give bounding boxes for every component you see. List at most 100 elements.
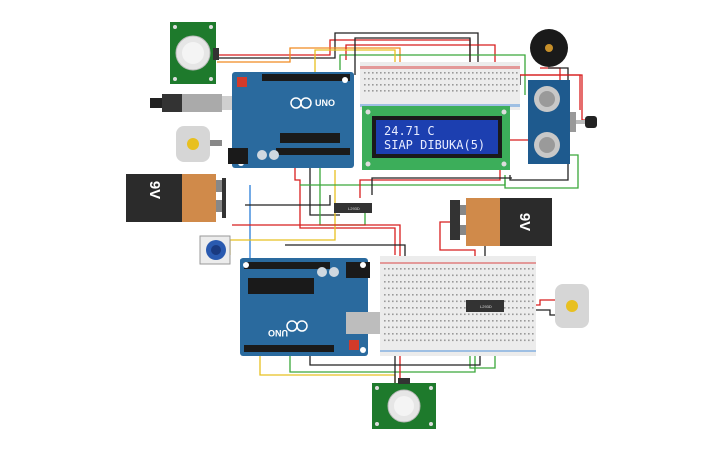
breadboard-hole (464, 320, 466, 322)
breadboard-hole (408, 281, 410, 283)
breadboard-hole (456, 300, 458, 303)
breadboard-hole (532, 313, 534, 316)
breadboard-hole (468, 339, 470, 342)
dc-motor-top (176, 126, 222, 162)
breadboard-hole (508, 313, 510, 316)
breadboard-hole (396, 72, 398, 74)
breadboard-hole (444, 326, 446, 329)
breadboard-hole (464, 294, 466, 296)
breadboard-hole (488, 84, 490, 86)
breadboard-hole (468, 90, 470, 92)
breadboard-hole (472, 274, 474, 277)
potentiometer (199, 235, 231, 265)
breadboard-hole (512, 84, 514, 86)
wire-orange-top (217, 47, 401, 80)
breadboard-hole (392, 84, 394, 86)
breadboard-hole (448, 307, 450, 309)
breadboard-hole (412, 326, 414, 329)
breadboard-hole (452, 294, 454, 296)
breadboard-hole (496, 313, 498, 316)
breadboard-hole (424, 300, 426, 303)
breadboard-hole (396, 281, 398, 283)
breadboard-hole (420, 300, 422, 303)
breadboard-hole (532, 326, 534, 329)
breadboard-hole (468, 268, 470, 270)
breadboard-hole (416, 300, 418, 303)
breadboard-hole (496, 274, 498, 277)
breadboard-hole (376, 72, 378, 74)
breadboard-hole (480, 339, 482, 342)
breadboard-hole (512, 90, 514, 92)
breadboard-hole (416, 287, 418, 290)
breadboard-hole (456, 333, 458, 335)
breadboard-hole (476, 268, 478, 270)
breadboard-hole (440, 320, 442, 322)
breadboard-hole (420, 72, 422, 74)
breadboard-hole (376, 84, 378, 86)
breadboard-hole (524, 313, 526, 316)
breadboard-hole (524, 339, 526, 342)
breadboard-hole (428, 333, 430, 335)
breadboard-hole (448, 281, 450, 283)
breadboard-hole (516, 281, 518, 283)
breadboard-hole (396, 320, 398, 322)
breadboard-hole (480, 274, 482, 277)
breadboard-hole (484, 72, 486, 74)
breadboard-hole (484, 339, 486, 342)
breadboard-hole (496, 84, 498, 86)
breadboard-hole (516, 326, 518, 329)
breadboard-hole (468, 313, 470, 316)
breadboard-hole (508, 326, 510, 329)
breadboard-hole (440, 78, 442, 80)
breadboard-hole (448, 294, 450, 296)
breadboard-hole (368, 72, 370, 74)
breadboard-hole (520, 320, 522, 322)
breadboard-hole (432, 287, 434, 290)
breadboard-hole (500, 320, 502, 322)
breadboard-hole (528, 320, 530, 322)
breadboard-hole (516, 274, 518, 277)
breadboard-hole (484, 333, 486, 335)
breadboard-hole (452, 274, 454, 277)
breadboard-hole (492, 333, 494, 335)
breadboard-hole (524, 268, 526, 270)
breadboard-hole (384, 307, 386, 309)
breadboard-hole (472, 90, 474, 92)
breadboard-hole (376, 78, 378, 80)
breadboard-hole (500, 287, 502, 290)
breadboard-hole (488, 320, 490, 322)
breadboard-hole (408, 300, 410, 303)
battery-top-label: 9V (146, 181, 163, 199)
breadboard-hole (416, 326, 418, 329)
breadboard-hole (412, 90, 414, 92)
breadboard-hole (496, 339, 498, 342)
breadboard-hole (460, 72, 462, 74)
breadboard-hole (508, 339, 510, 342)
breadboard-hole (424, 333, 426, 335)
breadboard-hole (532, 294, 534, 296)
breadboard-hole (436, 281, 438, 283)
breadboard-hole (396, 339, 398, 342)
breadboard-hole (528, 339, 530, 342)
breadboard-hole (520, 339, 522, 342)
breadboard-hole (420, 281, 422, 283)
breadboard-hole (480, 313, 482, 316)
breadboard-hole (520, 313, 522, 316)
breadboard-hole (500, 72, 502, 74)
breadboard-hole (480, 320, 482, 322)
breadboard-hole (396, 78, 398, 80)
breadboard-hole (416, 90, 418, 92)
breadboard-hole (508, 300, 510, 303)
breadboard-hole (444, 90, 446, 92)
breadboard-hole (480, 333, 482, 335)
breadboard-hole (420, 90, 422, 92)
breadboard-hole (532, 274, 534, 277)
breadboard-hole (392, 268, 394, 270)
breadboard-hole (444, 313, 446, 316)
breadboard-hole (464, 84, 466, 86)
breadboard-hole (500, 268, 502, 270)
breadboard-hole (384, 326, 386, 329)
breadboard-hole (532, 339, 534, 342)
breadboard-hole (416, 268, 418, 270)
breadboard-hole (364, 72, 366, 74)
